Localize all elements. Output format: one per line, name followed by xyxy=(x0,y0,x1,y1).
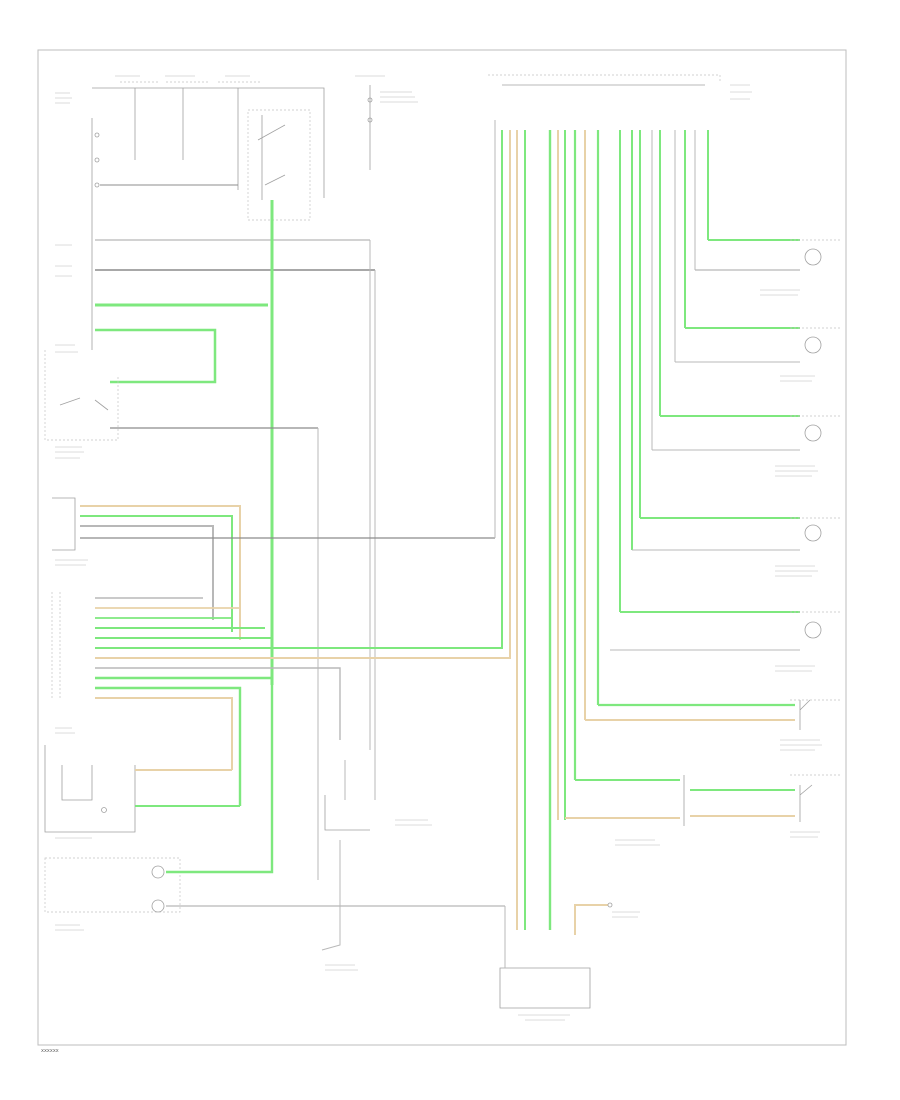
diagram-frame xyxy=(37,49,847,1046)
dimmer-switch xyxy=(44,350,319,880)
lamp-wires xyxy=(565,239,800,819)
lamp-4-icon xyxy=(804,524,822,542)
bottom-connector xyxy=(499,902,613,1009)
ignition-switch-area xyxy=(55,75,418,350)
bus-wires xyxy=(516,130,709,930)
bottom-left-component xyxy=(44,678,505,913)
label-marks xyxy=(55,84,822,1021)
junction-connector xyxy=(51,130,511,806)
middle-connector xyxy=(321,760,376,951)
lamp-3-icon xyxy=(804,424,822,442)
diagram-code: xxxxxx xyxy=(41,1048,59,1054)
light-control-module xyxy=(52,497,495,640)
lamp-2-icon xyxy=(804,336,822,354)
lower-left-component xyxy=(44,745,240,833)
right-lamps xyxy=(683,239,840,826)
right-connector-bus xyxy=(488,74,721,538)
lamp-5-icon xyxy=(804,621,822,639)
lamp-1-icon xyxy=(804,248,822,266)
